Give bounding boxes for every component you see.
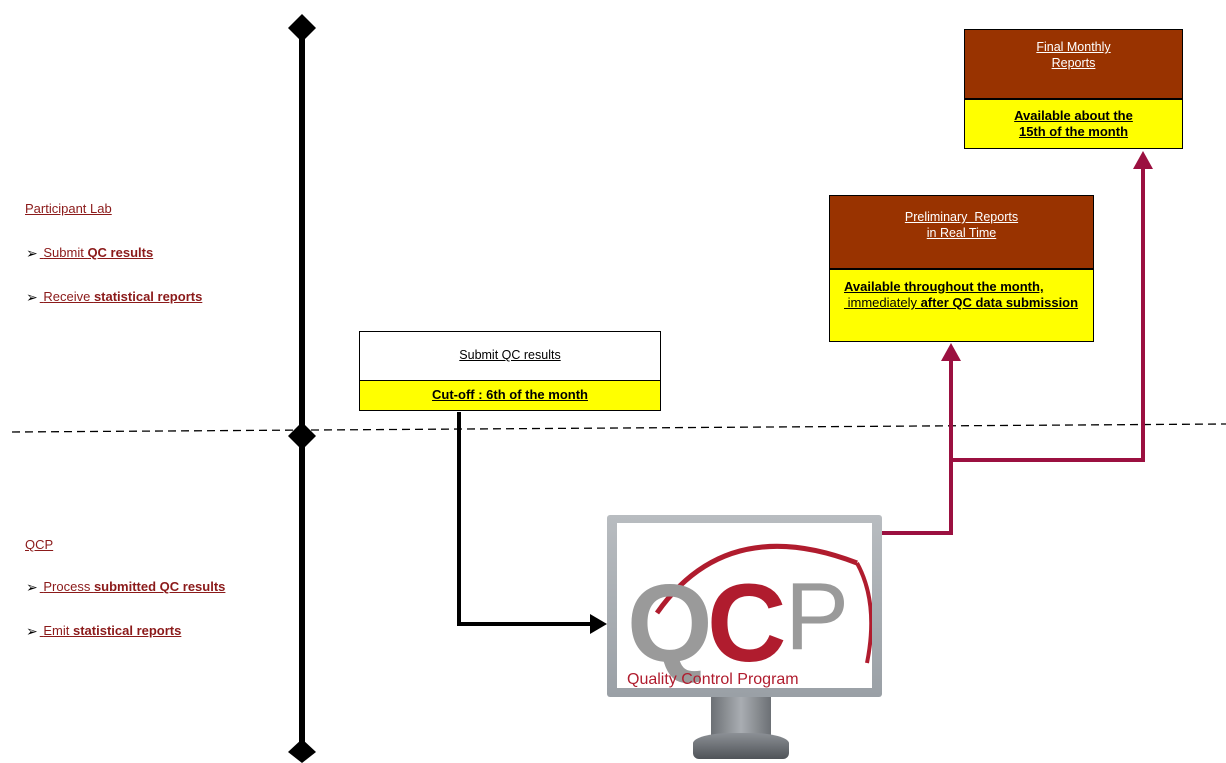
qcp-to-preliminary-arrowhead (941, 343, 961, 361)
bullet-bold-text: submitted QC results (93, 579, 226, 594)
submit-qc-box: Submit QC results Cut-off : 6th of the m… (359, 331, 661, 411)
final-body-line2: 15th of the month (1018, 124, 1129, 139)
bullet-arrow-icon: ➢ (26, 579, 38, 595)
bullet-bold-text: QC results (87, 245, 154, 260)
qcp-to-preliminary-arrow (875, 356, 953, 535)
monitor-stand-base (693, 733, 789, 759)
timeline-diamond-bottom (288, 739, 316, 763)
bullet-bold-text: statistical reports (72, 623, 182, 638)
preliminary-header-line1: Preliminary Reports (904, 210, 1019, 224)
preliminary-body-part3: after QC data submission (920, 295, 1079, 310)
qcp-bullet-process: ➢ Process submitted QC results (26, 578, 225, 595)
bullet-arrow-icon: ➢ (26, 623, 38, 639)
logo-letter-p: P (785, 563, 850, 670)
logo-subtitle: Quality Control Program (627, 671, 799, 688)
bullet-plain-text: Submit (43, 245, 88, 260)
timeline-diamond-middle (288, 422, 316, 450)
bullet-bold-text: statistical reports (93, 289, 203, 304)
logo-swoosh-icon (654, 543, 872, 664)
bullet-plain-text: Process (43, 579, 94, 594)
logo-letter-c: C (707, 562, 787, 685)
lane-divider (11, 423, 1226, 433)
monitor-bezel: Q C P Quality Control Program (607, 515, 882, 697)
monitor-screen: Q C P Quality Control Program (617, 523, 872, 688)
final-header-line2: Reports (1051, 56, 1096, 70)
preliminary-body-part2: immediately (844, 295, 921, 310)
preliminary-header-line2: in Real Time (926, 226, 997, 240)
qcp-bullet-emit: ➢ Emit statistical reports (26, 622, 181, 639)
preliminary-body-part1: Available throughout the month, (844, 279, 1044, 294)
final-header-line1: Final Monthly (1036, 40, 1111, 54)
preliminary-reports-box: Preliminary Reports in Real Time Availab… (829, 195, 1094, 342)
timeline-diamond-top (288, 14, 316, 42)
participant-bullet-receive: ➢ Receive statistical reports (26, 288, 202, 305)
monitor-stand-neck (711, 697, 771, 737)
participant-lab-label: Participant Lab (25, 201, 112, 216)
preliminary-reports-header: Preliminary Reports in Real Time (830, 196, 1093, 270)
submit-qc-header: Submit QC results (360, 332, 660, 381)
participant-bullet-submit: ➢ Submit QC results (26, 244, 153, 261)
submit-to-qcp-arrowhead (590, 614, 607, 634)
final-monthly-reports-box: Final Monthly Reports Available about th… (964, 29, 1183, 149)
final-reports-header: Final Monthly Reports (965, 30, 1182, 100)
bullet-arrow-icon: ➢ (26, 289, 38, 305)
final-reports-body: Available about the 15th of the month (965, 100, 1182, 148)
bullet-plain-text: Receive (43, 289, 94, 304)
submit-qc-cutoff: Cut-off : 6th of the month (360, 381, 660, 410)
bullet-plain-text: Emit (43, 623, 73, 638)
qcp-to-final-arrowhead (1133, 151, 1153, 169)
final-body-line1: Available about the (1014, 108, 1133, 123)
submit-to-qcp-arrow (457, 412, 593, 626)
logo-letter-q: Q (627, 562, 713, 685)
bullet-arrow-icon: ➢ (26, 245, 38, 261)
qcp-monitor: Q C P Quality Control Program (607, 515, 882, 763)
qcp-to-final-arrow (951, 165, 1145, 462)
preliminary-reports-body: Available throughout the month, immediat… (830, 270, 1093, 341)
qcp-lane-label: QCP (25, 537, 54, 552)
